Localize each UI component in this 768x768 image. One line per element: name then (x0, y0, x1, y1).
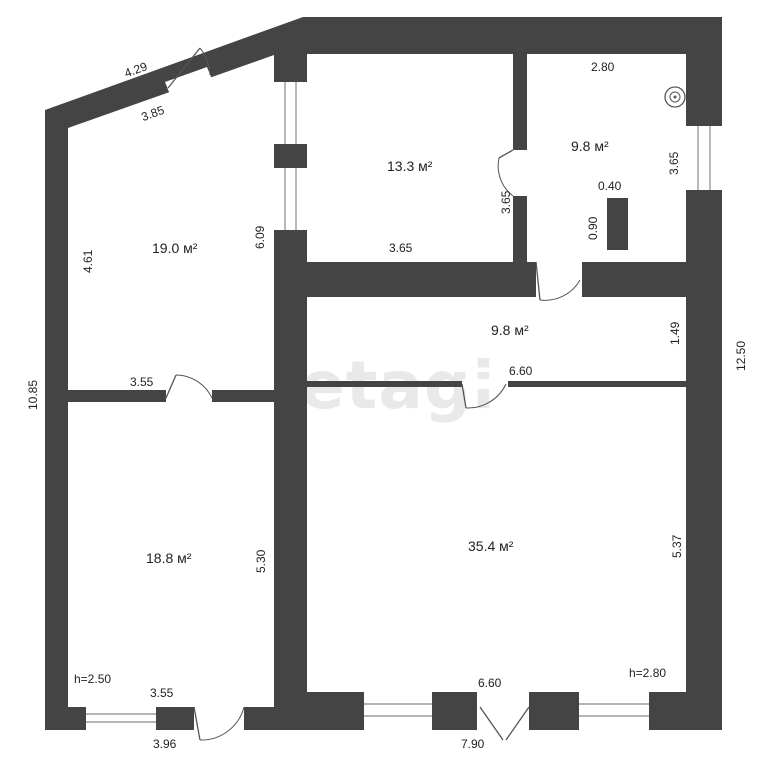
door-upper-left-lower-left (165, 374, 213, 404)
dim-lower-right-height: 5.37 (670, 534, 684, 558)
door-entrance-diagonal (165, 47, 215, 102)
dim-outer-right: 12.50 (734, 341, 748, 371)
dim-outer-bottom-left: 3.96 (153, 737, 177, 751)
outer-wall (45, 17, 722, 730)
window-left-bottom (274, 168, 307, 230)
dim-top-right-width: 2.80 (591, 60, 615, 74)
window-bottom-right (579, 692, 649, 730)
dim-outer-bottom-right: 7.90 (461, 737, 485, 751)
dim-lower-right-width: 6.60 (478, 676, 502, 690)
door-bottom-left (193, 705, 245, 741)
room-lower-left-area: 18.8 м² (146, 550, 192, 566)
sink-icon (664, 86, 686, 108)
dim-fixture-width: 0.40 (598, 179, 622, 193)
dim-outer-left: 10.85 (26, 380, 40, 410)
room-lower-right-area: 35.4 м² (468, 538, 514, 554)
room-upper-left-area: 19.0 м² (152, 240, 198, 256)
ceiling-height-right: h=2.80 (629, 666, 666, 680)
window-left-top (274, 82, 307, 144)
door-corridor-lower-right (461, 379, 508, 409)
window-bottom-middle (364, 692, 432, 730)
room-top-right-area: 9.8 м² (571, 138, 609, 154)
window-right (686, 126, 722, 190)
dim-upper-left-side: 6.09 (253, 225, 267, 249)
dim-lower-left-width: 3.55 (150, 686, 174, 700)
dim-lower-left-height: 5.30 (254, 549, 268, 573)
door-bottom-right (477, 690, 530, 741)
dim-top-right-height: 3.65 (667, 151, 681, 175)
dim-upper-left-height: 4.61 (81, 249, 95, 273)
ceiling-height-left: h=2.50 (74, 672, 111, 686)
dim-upper-left-width: 3.55 (130, 375, 154, 389)
fixture-block (607, 198, 628, 250)
window-bottom-left (86, 707, 156, 730)
dim-top-middle-width: 3.65 (389, 241, 413, 255)
dim-top-middle-height: 3.65 (499, 190, 513, 214)
door-top-right-corridor (535, 260, 582, 301)
room-top-middle-area: 13.3 м² (387, 158, 433, 174)
dim-diagonal-inner: 3.85 (139, 103, 166, 124)
dim-corridor-height: 1.49 (668, 321, 682, 345)
door-top-middle-right (497, 149, 529, 197)
dim-fixture-depth: 0.90 (586, 216, 600, 240)
dim-corridor-width: 6.60 (509, 364, 533, 378)
corridor-area: 9.8 м² (491, 322, 529, 338)
